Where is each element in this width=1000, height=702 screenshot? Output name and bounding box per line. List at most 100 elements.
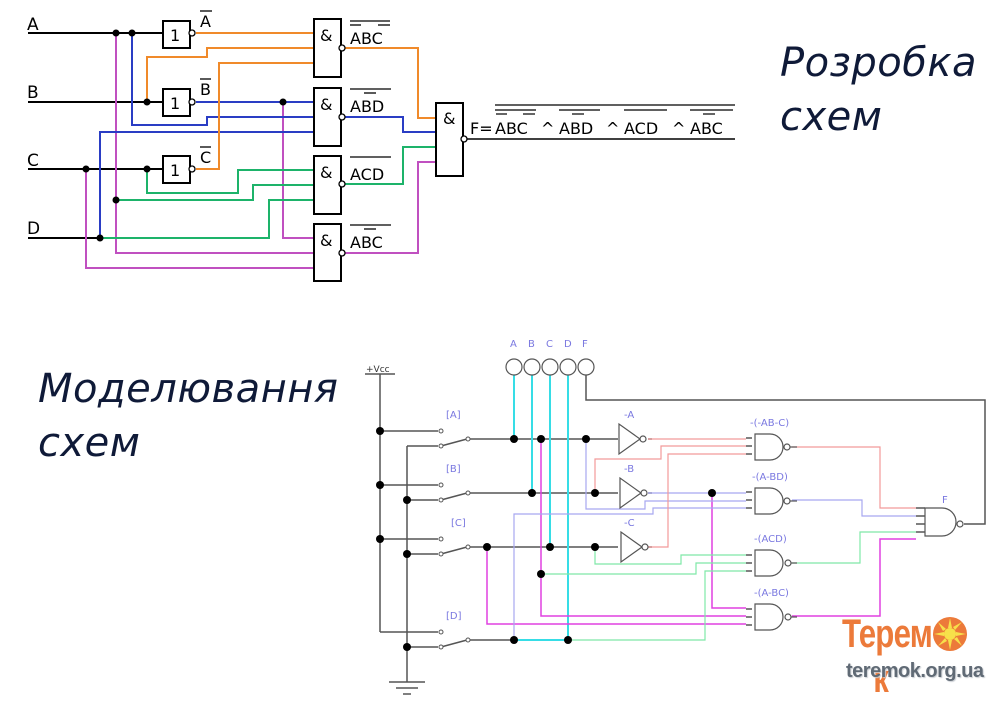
probes bbox=[505, 358, 595, 376]
title-line: схем bbox=[780, 94, 883, 140]
switch-label-c: [C] bbox=[451, 518, 466, 529]
gate-output-label: ABD bbox=[350, 97, 384, 116]
section-title-modeling: Моделювання схем bbox=[38, 362, 338, 470]
probe-f[interactable] bbox=[577, 358, 595, 376]
input-label-b: B bbox=[27, 83, 39, 103]
formula-term-4: ABC bbox=[690, 119, 723, 138]
inversion-bubble bbox=[338, 44, 346, 52]
inverter-symbol: 1 bbox=[170, 161, 180, 180]
formula-overbars bbox=[495, 104, 735, 115]
gate-label: -(-AB-C) bbox=[750, 418, 789, 429]
inversion-bubble bbox=[640, 489, 648, 497]
gate-bubble-wires bbox=[790, 446, 797, 618]
brand-url[interactable]: teremok.org.ua bbox=[846, 660, 984, 682]
inversion-bubble bbox=[460, 135, 468, 143]
blue-wires bbox=[99, 33, 436, 238]
gate-label: -(ACD) bbox=[754, 534, 787, 545]
inversion-bubble bbox=[783, 443, 791, 451]
lavender-wires bbox=[513, 439, 916, 640]
nand-gate-4: & ABC bbox=[313, 223, 391, 282]
inverter-b: 1 B bbox=[162, 78, 211, 117]
gate-symbol: & bbox=[320, 95, 332, 114]
inverter-output-label: C bbox=[200, 148, 211, 167]
sun-icon bbox=[933, 617, 967, 651]
input-label-d: D bbox=[27, 219, 40, 239]
inversion-bubble bbox=[188, 98, 196, 106]
probe-label: D bbox=[564, 339, 572, 350]
inverter-label: -B bbox=[624, 464, 634, 475]
probe-d[interactable] bbox=[559, 358, 577, 376]
inverters-bottom bbox=[618, 422, 649, 564]
inversion-bubble bbox=[338, 113, 346, 121]
title-line: Моделювання bbox=[38, 366, 339, 412]
probe-wires bbox=[513, 375, 569, 641]
probe-label: F bbox=[582, 339, 588, 350]
gate-label: -(A-BC) bbox=[754, 588, 789, 599]
formula-term-2: ABD bbox=[559, 119, 593, 138]
inversion-bubble bbox=[783, 497, 791, 505]
output-gate-label: F bbox=[942, 495, 948, 506]
switch-contacts bbox=[438, 428, 471, 650]
gate-label: -(A-BD) bbox=[752, 472, 788, 483]
inversion-bubble bbox=[338, 249, 346, 257]
green-wires bbox=[100, 146, 436, 239]
inversion-bubble bbox=[338, 180, 346, 188]
gate-symbol: & bbox=[443, 109, 455, 128]
nand-gate-2: & ABD bbox=[313, 87, 391, 147]
green-wires-bottom bbox=[541, 531, 916, 641]
nand-gates-bottom bbox=[754, 433, 964, 631]
gate-output-label: ACD bbox=[350, 165, 384, 184]
purple-wires bbox=[85, 33, 436, 269]
switch-label-d: [D] bbox=[446, 611, 462, 622]
nand-gate-2 bbox=[754, 487, 784, 515]
inverter-symbol: 1 bbox=[170, 94, 180, 113]
formula-prefix: F= bbox=[470, 119, 493, 138]
brand-name-part2: к bbox=[873, 657, 889, 701]
orange-wires bbox=[146, 32, 436, 170]
gate-symbol: & bbox=[320, 163, 332, 182]
gate-symbol: & bbox=[320, 26, 332, 45]
inverter-labels: -A -B -C bbox=[624, 410, 635, 529]
probe-label: A bbox=[510, 339, 517, 350]
inverter-c: 1 C bbox=[162, 146, 211, 184]
probe-b[interactable] bbox=[523, 358, 541, 376]
inversion-bubble bbox=[784, 559, 792, 567]
output-nand-gate bbox=[924, 507, 957, 537]
nand-gate-3 bbox=[754, 549, 784, 577]
brand-name: Теремк bbox=[842, 612, 959, 702]
input-wires bbox=[28, 32, 163, 239]
inverter-label: -A bbox=[624, 410, 634, 421]
inverter-a bbox=[618, 422, 642, 456]
brand-name-part1: Терем bbox=[842, 612, 933, 656]
nand-gate-1: & ABC bbox=[313, 18, 390, 78]
switch-c[interactable] bbox=[436, 534, 472, 558]
inverter-symbol: 1 bbox=[170, 26, 180, 45]
switch-b[interactable] bbox=[436, 480, 472, 504]
probe-label: C bbox=[546, 339, 553, 350]
title-line: Розробка bbox=[780, 40, 978, 86]
input-label-a: A bbox=[27, 15, 39, 35]
junction-dots-bottom bbox=[376, 427, 716, 651]
formula-operator: ^ bbox=[606, 119, 619, 138]
formula-term-1: ABC bbox=[495, 119, 528, 138]
nand-gate-3: & ACD bbox=[313, 155, 391, 215]
inverter-b bbox=[619, 476, 643, 510]
probe-a[interactable] bbox=[505, 358, 523, 376]
brand-logo[interactable]: Теремк teremok.org.ua bbox=[842, 612, 992, 701]
inverter-label: -C bbox=[624, 518, 635, 529]
bottom-schematic: A B C D F +Vcc [A] [B] [C] [D] bbox=[365, 339, 986, 695]
switch-d[interactable] bbox=[436, 627, 472, 651]
red-wires bbox=[594, 438, 916, 548]
switch-a[interactable] bbox=[436, 426, 472, 450]
nand-gate-4 bbox=[754, 603, 784, 631]
inverter-a: 1 A bbox=[162, 10, 212, 49]
probe-label: B bbox=[528, 339, 535, 350]
vcc-label: +Vcc bbox=[366, 365, 390, 375]
inverter-output-label: B bbox=[200, 80, 211, 99]
probe-labels: A B C D F bbox=[510, 339, 588, 350]
formula-operator: ^ bbox=[672, 119, 685, 138]
formula-term-3: ACD bbox=[624, 119, 658, 138]
junction-dots bbox=[82, 29, 287, 242]
inversion-bubble bbox=[188, 29, 196, 37]
probe-c[interactable] bbox=[541, 358, 559, 376]
